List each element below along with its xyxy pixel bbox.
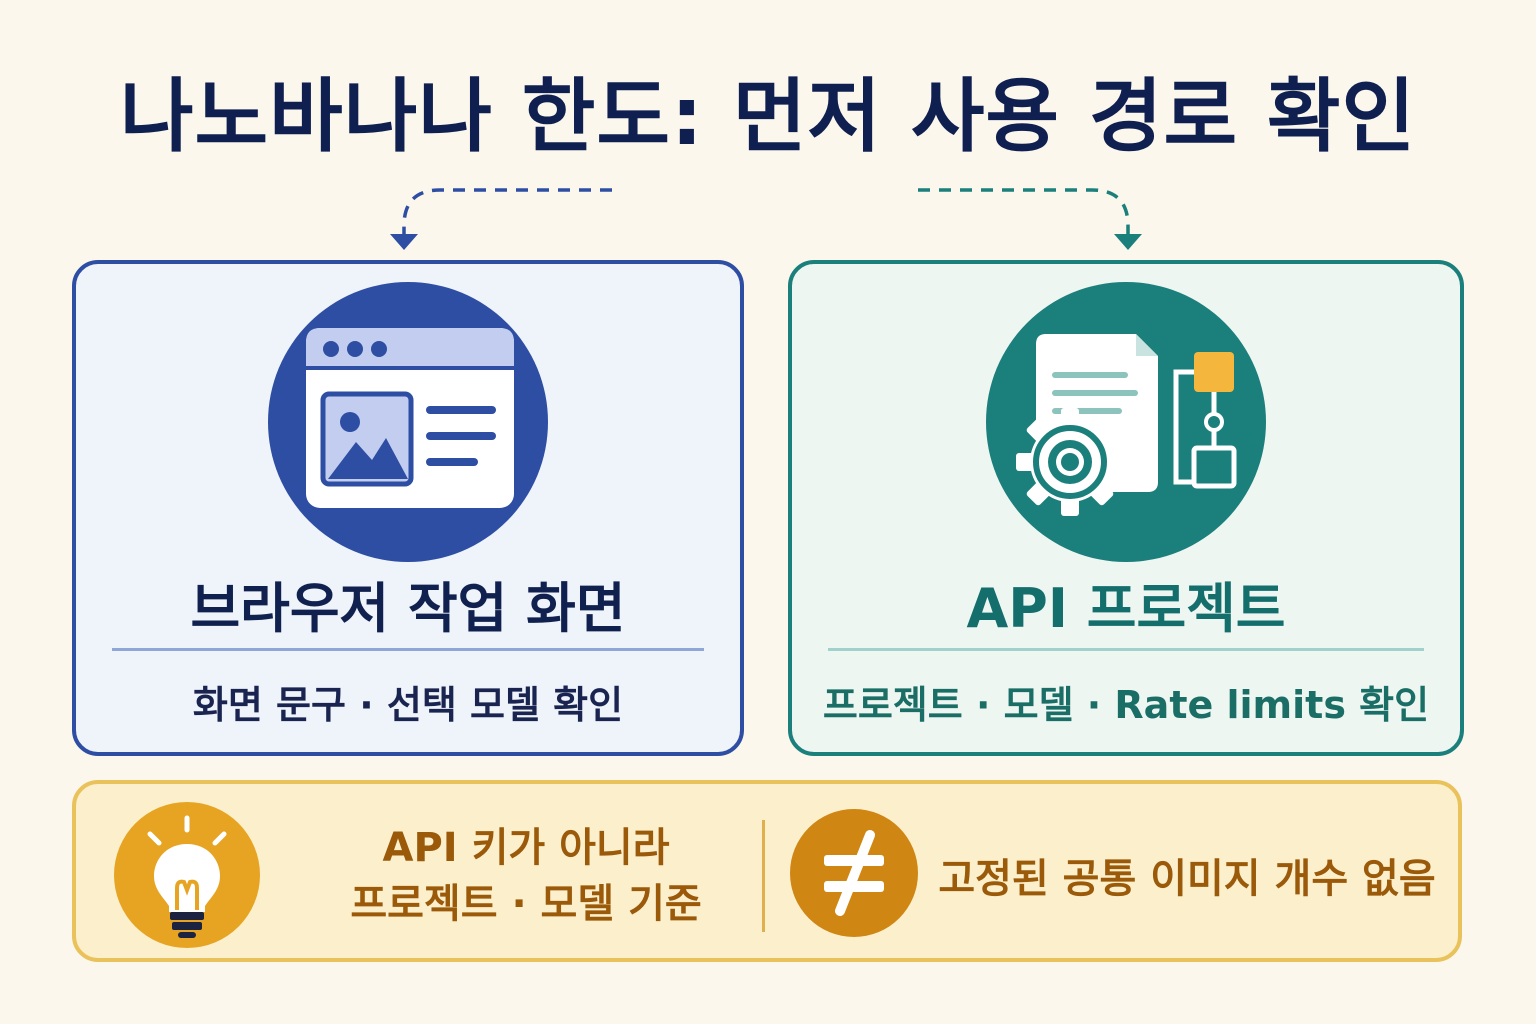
lightbulb-icon [114,802,260,948]
browser-path-card: 브라우저 작업 화면 화면 문구 · 선택 모델 확인 [72,260,744,756]
tip-right-text: 고정된 공통 이미지 개수 없음 [938,856,1436,902]
tip-left-line: API 키가 아니라 [382,825,670,871]
tip-left-text: API 키가 아니라 프로젝트 · 모델 기준 [291,820,761,932]
card-subtitle: 프로젝트 · 모델 · Rate limits 확인 [822,683,1430,727]
document-gear-flow-icon [986,282,1266,562]
tip-left-line: 프로젝트 · 모델 기준 [350,881,702,927]
gear-icon [1016,408,1124,516]
card-title: API 프로젝트 [966,577,1286,640]
card-divider [112,648,704,651]
tip-separator [762,820,765,932]
card-divider [828,648,1424,651]
tip-banner: API 키가 아니라 프로젝트 · 모델 기준 고정된 공통 이미지 개수 없음 [72,780,1462,962]
page-title: 나노바나나 한도: 먼저 사용 경로 확인 [119,70,1417,163]
arrow-to-browser-icon [390,188,612,250]
arrow-to-api-icon [918,188,1142,250]
api-path-card: API 프로젝트 프로젝트 · 모델 · Rate limits 확인 [788,260,1464,756]
card-subtitle: 화면 문구 · 선택 모델 확인 [192,683,624,727]
card-title: 브라우저 작업 화면 [190,577,626,640]
not-equal-icon [790,809,918,937]
browser-window-icon [268,282,548,562]
